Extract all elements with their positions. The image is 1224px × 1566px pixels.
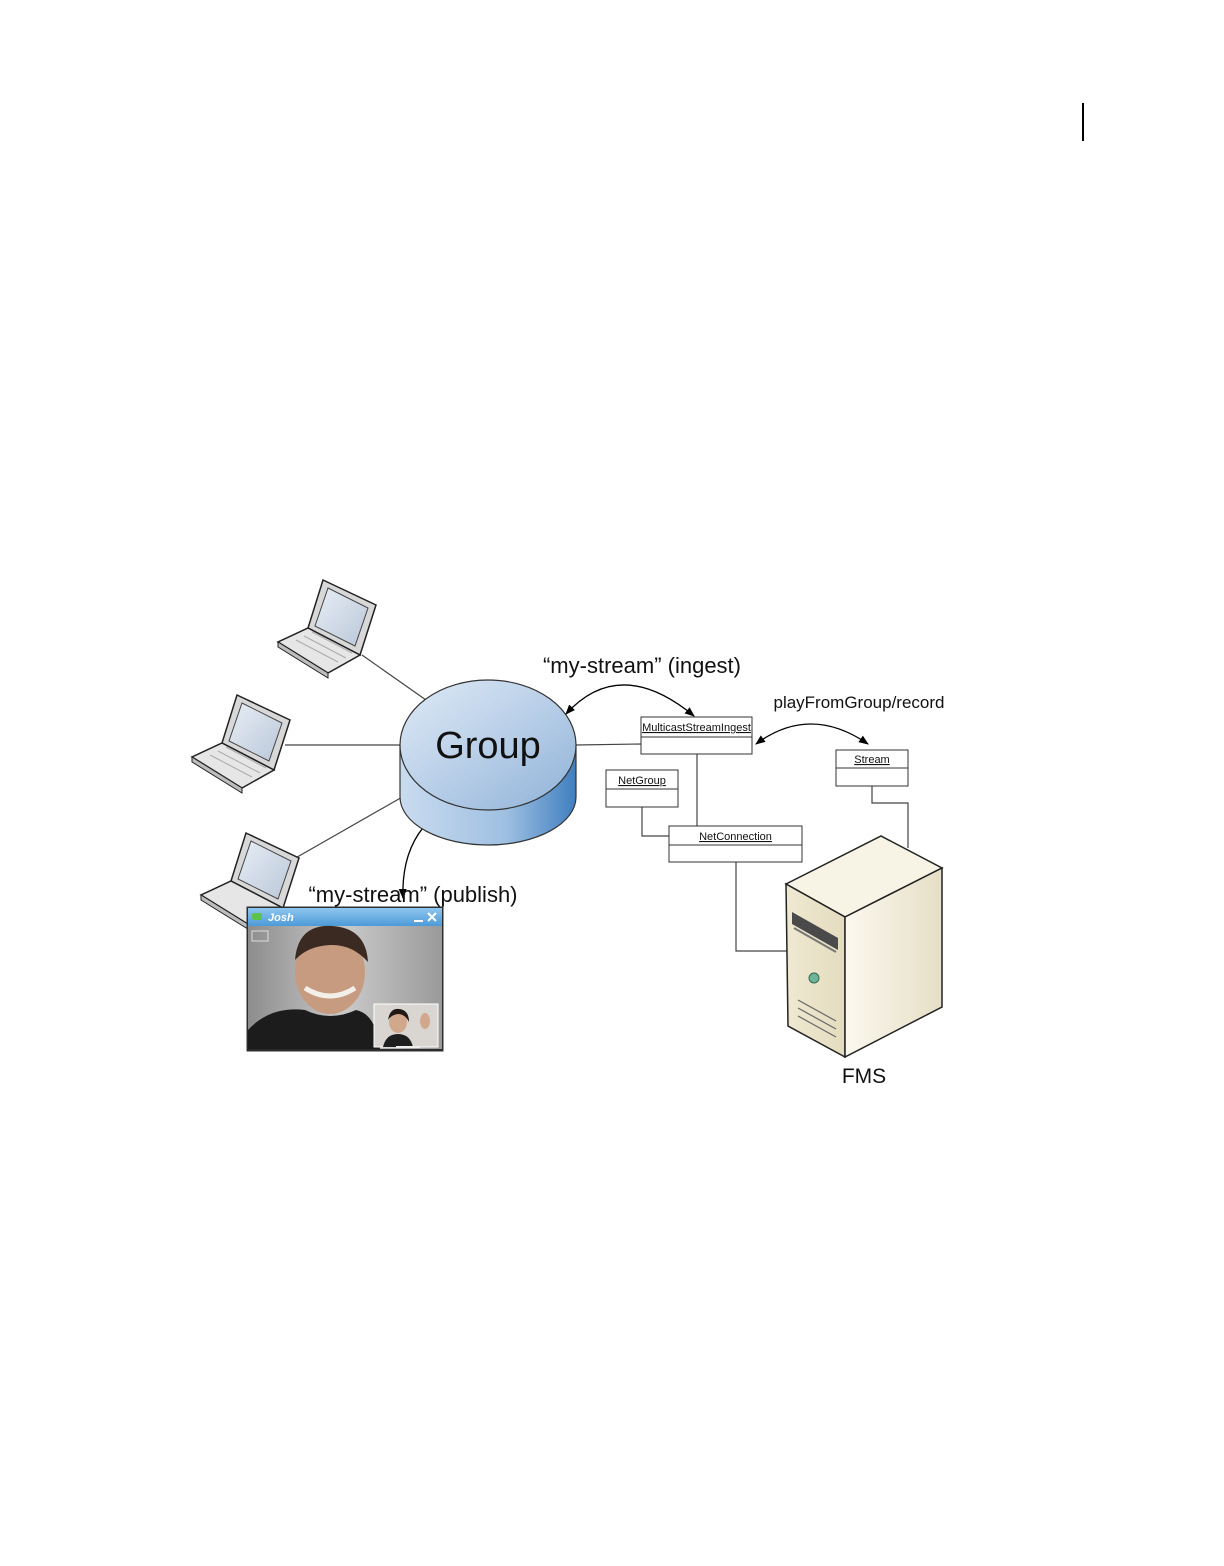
- page-header-rule: [1082, 103, 1084, 141]
- class-box-stream: Stream: [835, 749, 909, 787]
- publish-label: “my-stream” (publish): [308, 882, 517, 907]
- group-cylinder: Group: [399, 679, 577, 846]
- group-multicast-link: [575, 743, 642, 746]
- netgroup-netconnection-link: [641, 806, 669, 837]
- stream-fms-link: [871, 786, 909, 848]
- netgroup-class-label: NetGroup: [618, 775, 666, 787]
- stream-class-label: Stream: [854, 754, 889, 766]
- laptop-3-link: [291, 795, 405, 861]
- laptop-icon: [190, 693, 291, 794]
- laptop-1-link: [361, 654, 427, 701]
- ingest-label: “my-stream” (ingest): [543, 653, 741, 678]
- class-box-netconnection: NetConnection: [668, 825, 803, 863]
- play-record-arrow: [755, 723, 869, 745]
- class-box-netgroup: NetGroup: [605, 769, 679, 808]
- netconnection-fms-link: [735, 862, 790, 952]
- server-icon: [784, 835, 944, 1059]
- ingest-arrow: [565, 684, 695, 717]
- laptop-icon: [276, 578, 377, 679]
- video-chat-window: Josh: [246, 906, 444, 1052]
- class-box-multicast-stream-ingest: MulticastStreamIngest: [640, 716, 753, 755]
- connector-lines: [285, 654, 909, 952]
- multicast-class-label: MulticastStreamIngest: [642, 722, 751, 734]
- netconnection-class-label: NetConnection: [699, 831, 772, 843]
- status-icon: [252, 913, 262, 920]
- group-label: Group: [435, 725, 541, 767]
- play-record-label: playFromGroup/record: [773, 693, 944, 712]
- server-label: FMS: [842, 1065, 886, 1088]
- video-window-title: Josh: [268, 912, 294, 924]
- close-icon: [427, 912, 437, 922]
